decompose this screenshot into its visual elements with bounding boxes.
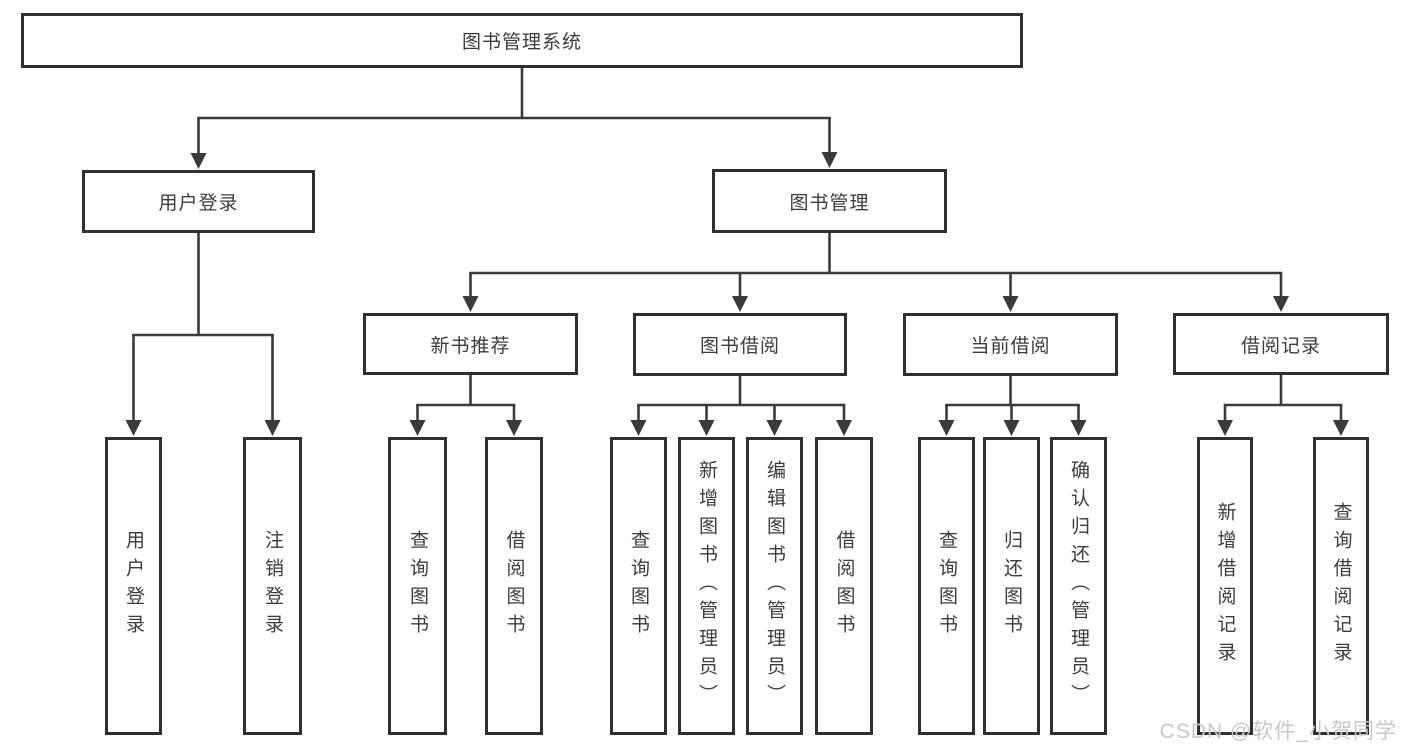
node-current-borrow: 当前借阅: [903, 313, 1118, 376]
edge-user-login: [125, 232, 281, 436]
node-label-leaf-confirm-ret: 确认归还（管理员）: [1068, 460, 1089, 712]
node-label-book-mgmt: 图书管理: [789, 192, 870, 214]
node-borrow-record: 借阅记录: [1173, 313, 1389, 375]
node-leaf-query-book-2: 查询图书: [610, 437, 667, 735]
arrowhead-book-borrow: [732, 296, 748, 312]
node-label-leaf-add-record: 新增借阅记录: [1214, 502, 1236, 670]
node-leaf-borrow-1: 借阅图书: [485, 437, 543, 735]
node-leaf-logout: 注销登录: [243, 437, 302, 735]
node-label-leaf-logout: 注销登录: [262, 530, 283, 642]
node-label-leaf-borrow-1: 借阅图书: [503, 530, 525, 642]
arrowhead-leaf-logout: [264, 420, 281, 436]
node-label-leaf-query-book-2: 查询图书: [628, 530, 649, 642]
arrowhead-leaf-return-book: [1003, 420, 1020, 436]
node-leaf-add-book: 新增图书（管理员）: [678, 437, 735, 735]
arrowhead-leaf-borrow-2: [836, 420, 852, 436]
edge-root: [190, 67, 838, 169]
node-book-mgmt: 图书管理: [712, 169, 947, 233]
node-label-leaf-query-book-1: 查询图书: [407, 530, 428, 642]
arrowhead-new-book-rec: [462, 296, 479, 312]
node-label-root: 图书管理系统: [461, 32, 582, 53]
arrowhead-current-borrow: [1002, 296, 1019, 312]
node-label-leaf-query-book-3: 查询图书: [936, 530, 957, 642]
arrowhead-leaf-borrow-1: [506, 420, 522, 436]
node-new-book-rec: 新书推荐: [363, 313, 578, 375]
edge-borrow-record: [1217, 374, 1349, 436]
arrowhead-leaf-add-record: [1217, 420, 1233, 436]
arrowhead-borrow-record: [1273, 296, 1289, 312]
node-label-leaf-borrow-2: 借阅图书: [833, 530, 855, 642]
node-leaf-query-book-1: 查询图书: [388, 437, 447, 735]
node-label-leaf-add-book: 新增图书（管理员）: [696, 460, 717, 712]
node-leaf-borrow-2: 借阅图书: [815, 437, 873, 735]
arrowhead-user-login: [190, 153, 207, 169]
node-book-borrow: 图书借阅: [633, 313, 847, 376]
node-label-user-login: 用户登录: [158, 193, 239, 214]
arrowhead-leaf-confirm-ret: [1070, 420, 1087, 436]
node-root: 图书管理系统: [21, 13, 1023, 68]
arrowhead-leaf-add-book: [698, 420, 715, 436]
node-leaf-query-book-3: 查询图书: [918, 437, 975, 735]
node-leaf-add-record: 新增借阅记录: [1197, 437, 1253, 735]
arrowhead-leaf-query-book-1: [409, 420, 426, 436]
arrowhead-leaf-query-record: [1333, 420, 1349, 436]
node-label-leaf-query-record: 查询借阅记录: [1330, 502, 1352, 670]
node-label-new-book-rec: 新书推荐: [430, 335, 511, 357]
node-leaf-query-record: 查询借阅记录: [1313, 437, 1369, 735]
node-label-current-borrow: 当前借阅: [970, 336, 1051, 357]
node-label-leaf-edit-book: 编辑图书（管理员）: [764, 460, 785, 712]
node-leaf-confirm-ret: 确认归还（管理员）: [1050, 437, 1107, 735]
node-leaf-return-book: 归还图书: [983, 437, 1040, 735]
node-user-login: 用户登录: [82, 170, 315, 233]
edge-new-book-rec: [409, 374, 522, 436]
node-label-borrow-record: 借阅记录: [1240, 335, 1321, 357]
arrowhead-leaf-edit-book: [766, 420, 783, 436]
node-label-leaf-return-book: 归还图书: [1001, 530, 1022, 642]
node-leaf-edit-book: 编辑图书（管理员）: [746, 437, 803, 735]
arrowhead-leaf-query-book-2: [630, 420, 647, 436]
arrowhead-leaf-login: [125, 420, 142, 436]
edge-book-mgmt: [462, 232, 1289, 312]
node-label-book-borrow: 图书借阅: [699, 336, 780, 357]
arrowhead-leaf-query-book-3: [938, 420, 955, 436]
edge-current-borrow: [938, 375, 1087, 436]
edge-book-borrow: [630, 375, 852, 436]
arrowhead-book-mgmt: [821, 152, 838, 168]
node-leaf-login: 用户登录: [105, 437, 162, 735]
node-label-leaf-login: 用户登录: [123, 530, 144, 642]
